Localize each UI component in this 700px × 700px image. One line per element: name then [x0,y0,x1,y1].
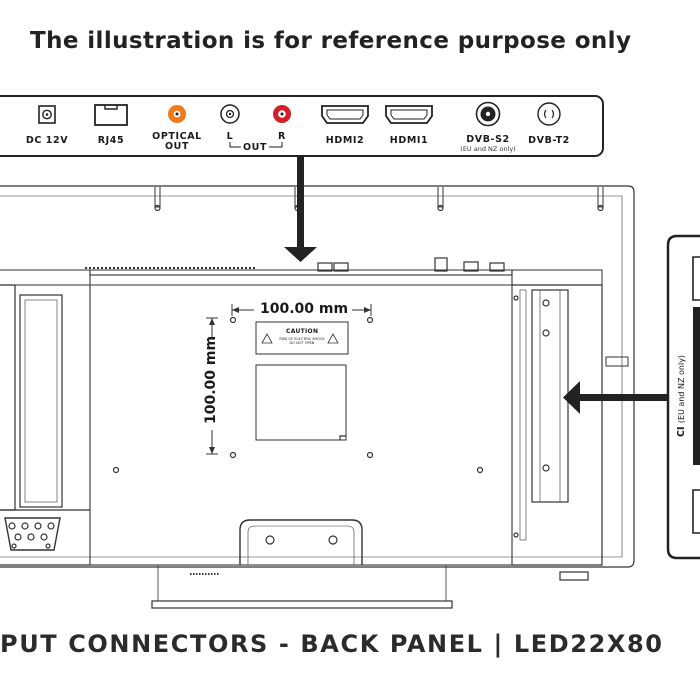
connector-label-hdmi1: HDMI1 [389,135,429,146]
connector-sublabel-dvbs2: (EU and NZ only) [460,145,516,153]
satellite-input-icon [475,101,501,126]
arrow-to-ci-slot [563,381,669,414]
ci-sublabel: (EU and NZ only) [677,354,686,424]
connector-label-dc: DC 12V [25,135,69,146]
rating-plate [255,364,347,441]
connector-label-optical: OPTICAL OUT [152,131,202,152]
reference-disclaimer: The illustration is for reference purpos… [30,28,632,54]
ci-slot-label: CI (EU and NZ only) [676,355,687,437]
hdmi2-port-icon [321,104,369,124]
audio-out-right-icon [273,104,291,123]
hdmi1-port-icon [385,104,433,124]
horizontal-dimension: 100.00 mm [258,301,351,317]
ci-label: CI [676,426,687,437]
dc-jack-icon [38,104,56,124]
connector-icons [38,101,561,147]
tv-outer-frame [0,185,635,568]
connector-label-dvbt2: DVB-T2 [528,135,570,146]
caution-text: RISK OF ELECTRIC SHOCK DO NOT OPEN [279,337,325,345]
audio-out-left-icon [220,103,240,124]
ethernet-port-icon [94,103,128,126]
ci-slot-panel [666,234,700,560]
connector-label-rj45: RJ45 [97,135,125,146]
caution-title: CAUTION [286,328,319,335]
out-group-label: OUT [240,142,270,153]
connector-label-right: R [278,131,286,142]
connector-label-hdmi2: HDMI2 [325,135,365,146]
antenna-input-icon [537,101,561,126]
vertical-dimension: 100.00 mm [203,335,219,424]
connector-label-left: L [226,131,234,142]
connector-panel: DC 12V RJ45 OPTICAL OUT L R OUT HDMI2 HD… [0,95,604,157]
arrow-to-connectors [284,157,317,262]
connector-label-dvbs2: DVB-S2 [466,134,510,145]
caution-label [255,321,349,355]
diagram-caption: PUT CONNECTORS - BACK PANEL | LED22X80 [0,630,664,658]
optical-out-icon [168,104,186,123]
